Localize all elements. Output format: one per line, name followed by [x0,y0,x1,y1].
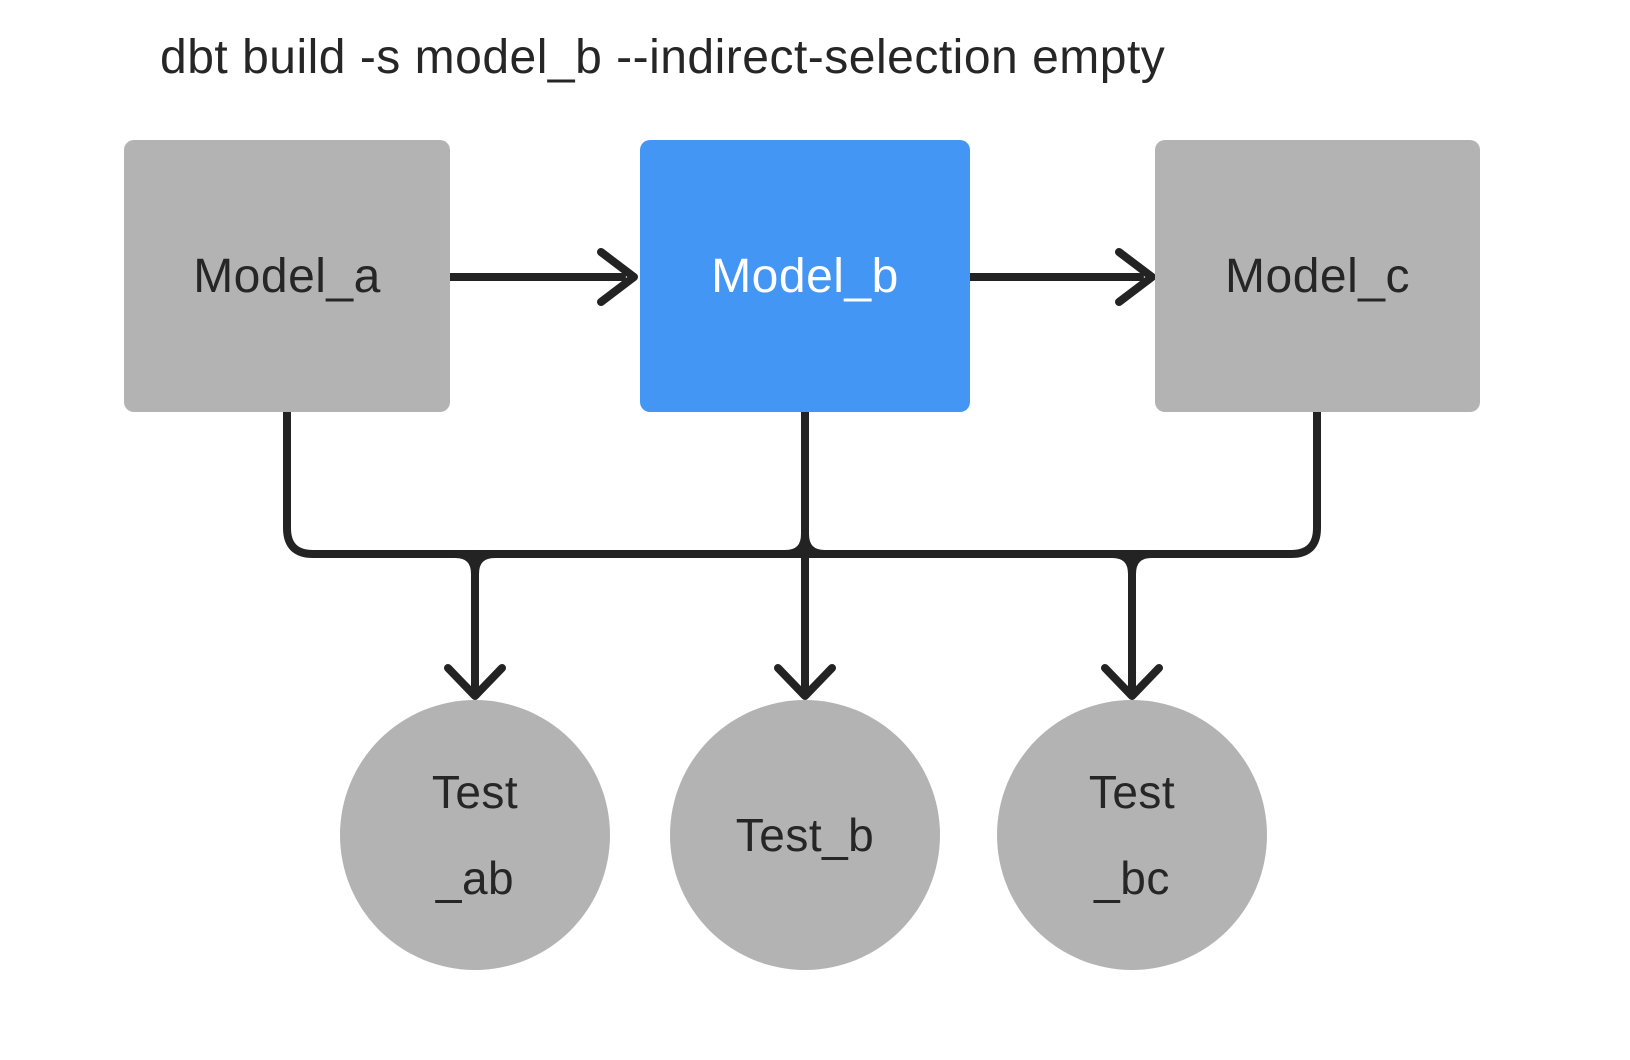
node-test-b: Test_b [670,700,940,970]
node-model-c-label: Model_c [1225,249,1410,303]
node-test-ab: Test _ab [340,700,610,970]
node-test-bc-label-line1: Test [1088,766,1176,818]
edge-model-b-to-test-b [774,408,836,700]
edge-model-b-to-model-c [966,248,1156,306]
command-title: dbt build -s model_b --indirect-selectio… [160,31,1166,84]
edge-model-a-to-model-b [446,248,638,306]
node-test-bc-label-line2: _bc [1094,852,1170,904]
node-model-b-selected: Model_b [640,140,970,412]
node-model-c: Model_c [1155,140,1480,412]
node-test-ab-label-line1: Test [431,766,519,818]
node-model-a-label: Model_a [193,249,381,303]
node-test-bc: Test _bc [997,700,1267,970]
node-model-a: Model_a [124,140,450,412]
node-test-b-label-line1: Test_b [735,809,875,861]
edge-drop-to-test-bc [1101,550,1163,700]
node-test-ab-label-line2: _ab [435,852,515,904]
node-model-b-label: Model_b [711,249,899,303]
edge-drop-to-test-ab [444,550,506,700]
